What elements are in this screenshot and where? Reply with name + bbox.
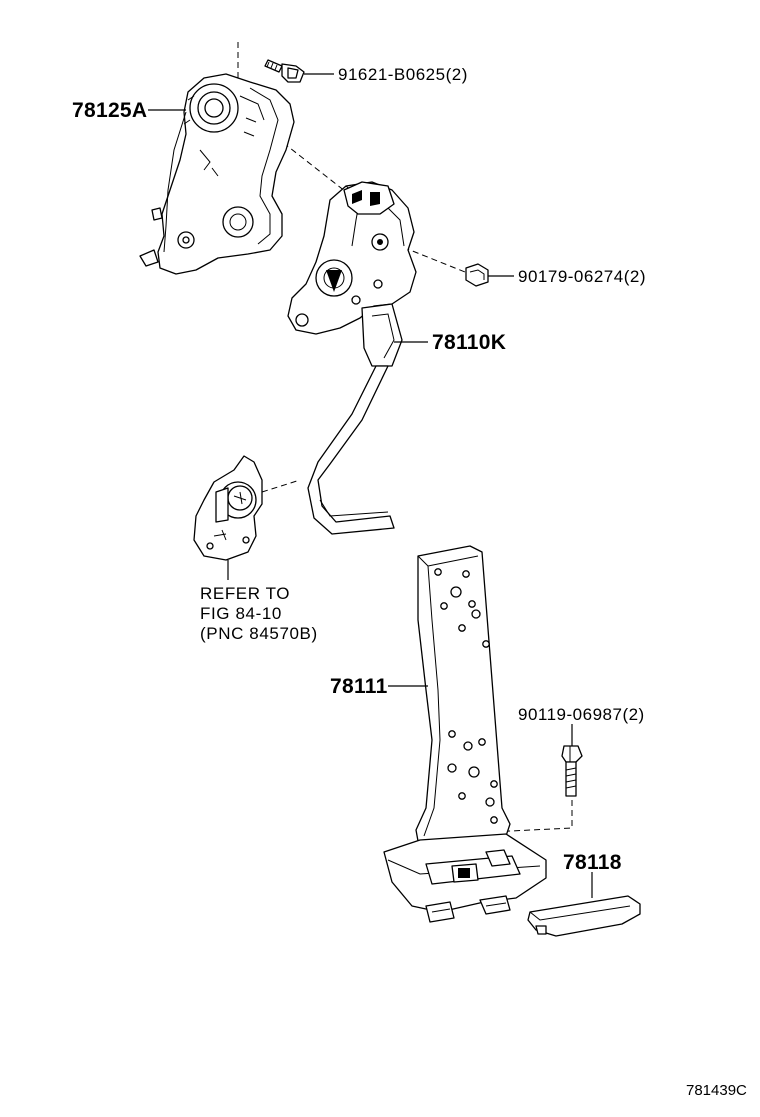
bolt-top (264, 59, 305, 83)
label-pedal: 78111 (330, 675, 388, 698)
label-pad: 78118 (563, 851, 622, 874)
bracket-78125A (139, 73, 295, 275)
referenced-part-84570B (193, 455, 263, 561)
nut (465, 263, 489, 287)
pedal-78111 (383, 545, 547, 923)
figure-code: 781439C (686, 1082, 747, 1099)
label-bracket: 78125A (72, 99, 147, 122)
label-bolt-top: 91621-B0625(2) (338, 65, 468, 84)
leader-lines (148, 73, 593, 898)
label-nut: 90179-06274(2) (518, 267, 646, 286)
label-refer-line3: (PNC 84570B) (200, 624, 318, 643)
bolt-bottom (561, 745, 583, 797)
label-bolt-bottom: 90119-06987(2) (518, 705, 645, 724)
label-refer-line1: REFER TO (200, 584, 290, 603)
pad-78118 (527, 895, 641, 937)
label-sensor-arm: 78110K (432, 331, 506, 354)
label-refer-line2: FIG 84-10 (200, 604, 282, 623)
sensor-assembly-78110K (287, 181, 417, 535)
